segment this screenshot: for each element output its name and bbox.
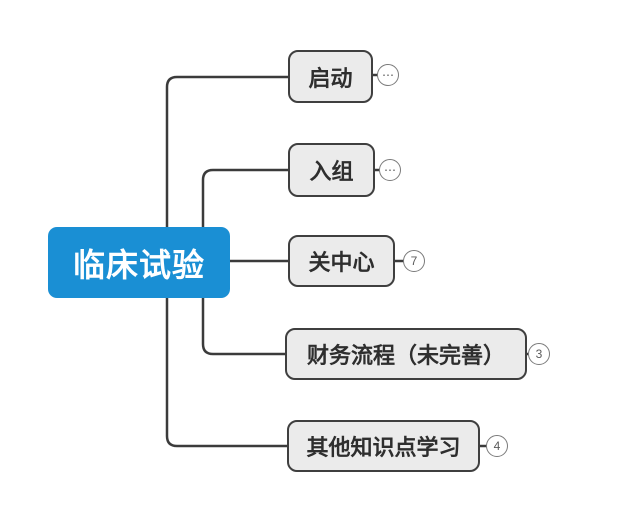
connector-root-to-ruzu — [201, 168, 288, 229]
node-guanzhongxin[interactable]: 关中心 — [288, 235, 395, 287]
node-label: 财务流程（未完善） — [306, 343, 505, 368]
collapse-badge-ruzu[interactable]: ⋯ — [379, 159, 401, 181]
root-node-label: 临床试验 — [72, 246, 205, 283]
node-ruzu[interactable]: 入组 — [288, 143, 375, 197]
node-label: 启动 — [308, 65, 353, 91]
root-node-clinical-trial[interactable]: 临床试验 — [48, 227, 230, 298]
node-qita-zhishidian[interactable]: 其他知识点学习 — [287, 420, 480, 472]
node-qidong[interactable]: 启动 — [288, 50, 373, 103]
collapse-badge-caiwu[interactable]: 3 — [528, 343, 550, 365]
node-label: 入组 — [309, 159, 354, 184]
connector-root-to-qita — [165, 296, 287, 448]
connector-root-to-qidong — [165, 75, 288, 229]
node-label: 其他知识点学习 — [306, 435, 461, 460]
node-label: 关中心 — [308, 250, 375, 275]
collapse-badge-guanzhongxin[interactable]: 7 — [403, 250, 425, 272]
collapse-badge-qita[interactable]: 4 — [486, 435, 508, 457]
collapse-badge-qidong[interactable]: ⋯ — [377, 64, 399, 86]
node-caiwu-liucheng[interactable]: 财务流程（未完善） — [285, 328, 527, 380]
connector-root-to-caiwu — [201, 296, 285, 356]
